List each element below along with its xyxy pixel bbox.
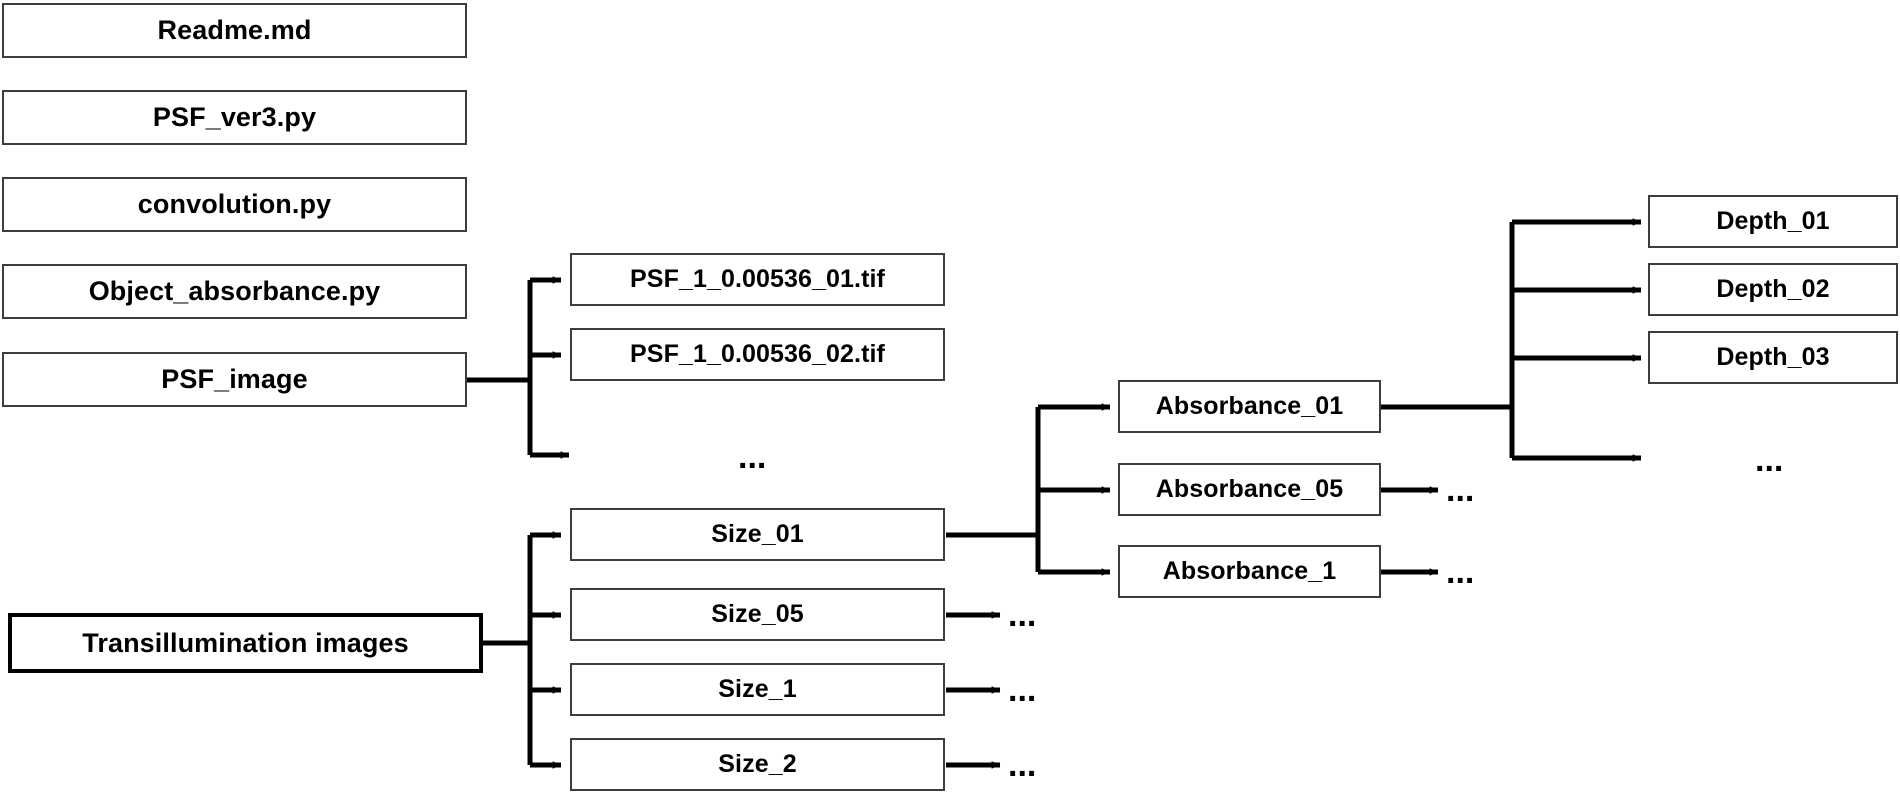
node-label: Absorbance_01	[1155, 392, 1344, 420]
node-size-01[interactable]: Size_01	[570, 508, 945, 561]
connector-transillumination-branch	[483, 535, 533, 765]
node-label: Absorbance_05	[1155, 475, 1344, 503]
node-label: convolution.py	[137, 189, 332, 219]
node-psf-tif-01[interactable]: PSF_1_0.00536_01.tif	[570, 253, 945, 306]
node-readme[interactable]: Readme.md	[2, 3, 467, 58]
node-absorbance-05[interactable]: Absorbance_05	[1118, 463, 1381, 516]
size-05-more-ellipsis: ...	[1008, 596, 1037, 634]
node-label: PSF_image	[161, 364, 308, 394]
node-label: Size_05	[711, 600, 804, 628]
size-2-more-ellipsis: ...	[1008, 746, 1037, 784]
node-absorbance-1[interactable]: Absorbance_1	[1118, 545, 1381, 598]
connector-psf-image-branch	[467, 280, 533, 455]
node-label: Size_01	[711, 520, 804, 548]
node-label: Depth_01	[1716, 207, 1830, 235]
connector-size-more	[946, 611, 1001, 769]
connector-size-absorbance-branch	[946, 407, 1041, 572]
node-label: PSF_ver3.py	[152, 102, 317, 132]
node-depth-01[interactable]: Depth_01	[1648, 195, 1898, 248]
node-label: Depth_03	[1716, 343, 1830, 371]
connector-absorbance-depth-branch	[1381, 222, 1515, 458]
connector-size-absorbance-arrows	[1038, 403, 1111, 576]
depth-more-ellipsis: ...	[1755, 441, 1784, 479]
node-label: PSF_1_0.00536_02.tif	[630, 340, 885, 368]
node-label: Size_1	[718, 675, 797, 703]
node-label: Depth_02	[1716, 275, 1830, 303]
connector-absorbance-more	[1381, 486, 1439, 576]
absorbance-1-more-ellipsis: ...	[1446, 553, 1475, 591]
node-size-2[interactable]: Size_2	[570, 738, 945, 791]
node-size-1[interactable]: Size_1	[570, 663, 945, 716]
node-absorbance-01[interactable]: Absorbance_01	[1118, 380, 1381, 433]
node-label: Readme.md	[157, 15, 312, 45]
connector-psf-image-arrows	[530, 276, 570, 459]
node-psf-tif-02[interactable]: PSF_1_0.00536_02.tif	[570, 328, 945, 381]
node-label: Object_absorbance.py	[88, 276, 381, 306]
absorbance-05-more-ellipsis: ...	[1446, 471, 1475, 509]
node-psf-ver3[interactable]: PSF_ver3.py	[2, 90, 467, 145]
connector-transillumination-arrows	[530, 531, 562, 769]
node-object-absorbance[interactable]: Object_absorbance.py	[2, 264, 467, 319]
node-size-05[interactable]: Size_05	[570, 588, 945, 641]
size-1-more-ellipsis: ...	[1008, 671, 1037, 709]
psf-more-ellipsis: ...	[738, 438, 767, 476]
node-depth-02[interactable]: Depth_02	[1648, 263, 1898, 316]
node-label: PSF_1_0.00536_01.tif	[630, 265, 885, 293]
node-label: Size_2	[718, 750, 797, 778]
connector-absorbance-depth-arrows	[1512, 218, 1642, 462]
node-transillumination-images[interactable]: Transillumination images	[8, 613, 483, 673]
node-psf-image[interactable]: PSF_image	[2, 352, 467, 407]
node-label: Transillumination images	[82, 627, 409, 658]
node-depth-03[interactable]: Depth_03	[1648, 331, 1898, 384]
node-label: Absorbance_1	[1162, 557, 1337, 585]
node-convolution[interactable]: convolution.py	[2, 177, 467, 232]
